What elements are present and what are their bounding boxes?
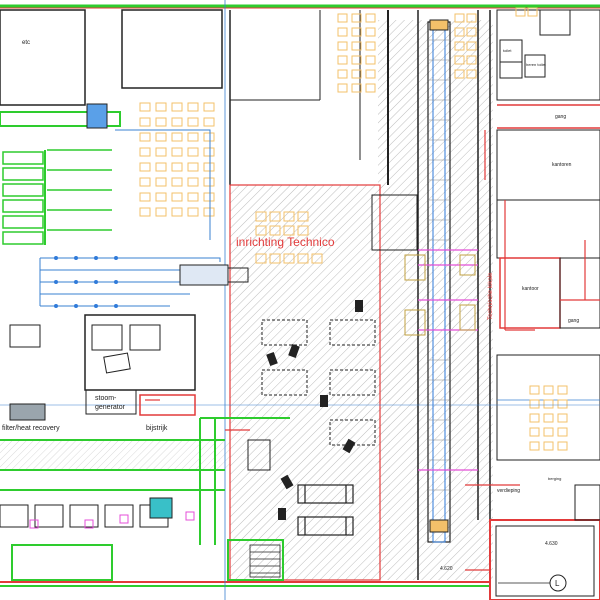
room-kantoor (499, 257, 561, 329)
room-technico (229, 184, 381, 581)
label-etc: etc (22, 40, 30, 46)
conveyor-rungs (428, 39, 450, 491)
label-stoom-2: generator (95, 404, 126, 411)
seating-group-technico (255, 211, 323, 264)
office-block (496, 9, 600, 101)
hatched-zone-bottom (0, 440, 230, 470)
label-dim-left: 4.620 (440, 566, 453, 572)
label-kantoor: kantoor (522, 286, 539, 292)
pipe-network (0, 129, 600, 406)
conveyor-bottom-left (0, 417, 290, 581)
label-berging: berging (548, 476, 561, 481)
label-kantoren: kantoren (552, 162, 572, 168)
room-mid-left (84, 314, 196, 391)
red-route-lines (145, 130, 535, 571)
tables-technico (261, 319, 376, 446)
seating-group-top (337, 7, 538, 93)
label-bijstrijk: bijstrijk (146, 425, 168, 432)
blue-unit (86, 103, 108, 129)
label-toilet: toilet (503, 48, 512, 53)
green-arms (47, 149, 112, 231)
hatched-zone-main (230, 185, 390, 580)
label-filter: filter/heat recovery (2, 425, 60, 432)
seating-group-left (139, 102, 215, 217)
grid-marker-L-text: L (555, 579, 560, 588)
seating-group-right (529, 385, 568, 451)
label-heren-toilet: heren toilet (526, 62, 547, 67)
machine-bank-left (2, 150, 46, 245)
label-gang-top: gang (555, 114, 566, 120)
label-vertical: Technische lokale (488, 272, 494, 320)
pipe-nodes (54, 256, 118, 308)
press-machine (179, 264, 229, 286)
stairs (249, 544, 281, 578)
ironing-units (297, 484, 354, 536)
room-top-left (0, 9, 86, 106)
filter-unit (9, 403, 46, 421)
label-gang-right: gang (568, 318, 579, 324)
chairs-technico (266, 300, 363, 520)
label-dim-right: 4.630 (545, 541, 558, 547)
title-technico: inrichting Technico (236, 235, 335, 249)
label-stoom-1: stoom- (95, 395, 117, 402)
machine-row-bottom (0, 504, 169, 528)
label-verdieping: verdieping (497, 488, 520, 494)
pink-markers (29, 511, 195, 529)
room-bottom-right (489, 519, 600, 600)
conveyor-vertical (404, 19, 478, 543)
